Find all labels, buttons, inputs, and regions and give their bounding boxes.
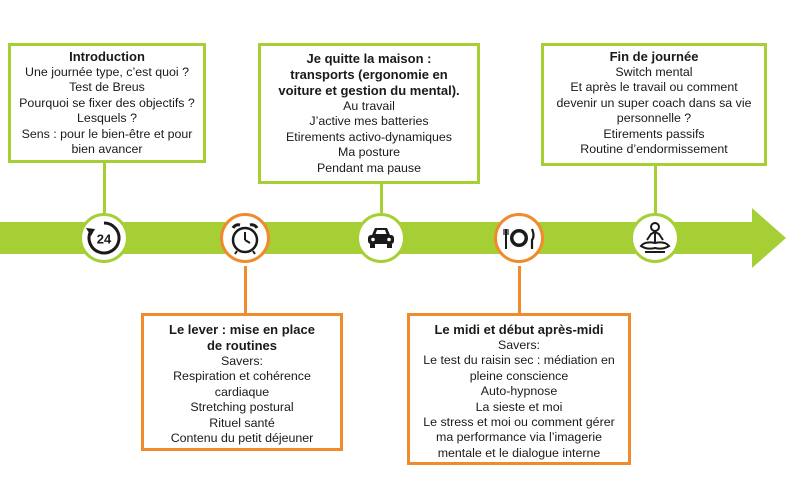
connector-maison <box>380 184 383 213</box>
step-line: Contenu du petit déjeuner <box>170 431 314 446</box>
step-box-fin: Fin de journée Switch mental Et après le… <box>541 43 767 166</box>
step-line: bien avancer <box>71 142 143 157</box>
step-line: Pourquoi se fixer des objectifs ? <box>19 95 195 110</box>
meditation-icon <box>630 213 680 263</box>
step-line: ma performance via l’imagerie <box>436 430 602 445</box>
step-line: Au travail <box>343 99 395 113</box>
step-line: Rituel santé <box>209 415 275 430</box>
step-line: Lesquels ? <box>77 111 137 126</box>
connector-lever <box>244 266 247 316</box>
step-line: cardiaque <box>214 384 270 399</box>
step-line: pleine conscience <box>469 368 569 383</box>
step-title: Le midi et début après-midi <box>434 322 604 337</box>
connector-introduction <box>103 163 106 213</box>
step-line: Stretching postural <box>190 400 294 415</box>
step-title-continued: transports (ergonomie en <box>290 67 448 82</box>
step-line: Respiration et cohérence <box>173 369 311 384</box>
step-title-continued: de routines <box>206 338 278 353</box>
step-line: Etirements passifs <box>603 126 705 141</box>
step-title: Fin de journée <box>609 49 699 64</box>
plate-cutlery-icon <box>494 213 544 263</box>
step-line: Auto-hypnose <box>480 384 558 399</box>
step-line: Pendant ma pause <box>316 160 422 175</box>
step-box-introduction: Introduction Une journée type, c’est quo… <box>8 43 206 163</box>
step-line: personnelle ? <box>616 111 692 126</box>
step-line: Switch mental <box>615 65 693 79</box>
alarm-clock-icon <box>220 213 270 263</box>
step-line: Etirements activo-dynamiques <box>286 129 452 144</box>
step-line: mentale et le dialogue interne <box>437 445 601 460</box>
step-line: Une journée type, c’est quoi ? <box>25 65 189 79</box>
step-line: Test de Breus <box>69 80 145 95</box>
step-title: Le lever : mise en place <box>169 322 315 337</box>
connector-fin <box>654 166 657 213</box>
step-line: Le test du raisin sec : médiation en <box>423 353 615 368</box>
step-line: Savers: <box>220 354 263 368</box>
step-title: Introduction <box>69 49 145 64</box>
step-line: Routine d’endormissement <box>580 142 728 157</box>
step-line: Ma posture <box>338 145 400 160</box>
step-line: La sieste et moi <box>475 399 563 414</box>
svg-text:24: 24 <box>97 232 112 247</box>
step-line: Et après le travail ou comment <box>570 80 738 95</box>
step-line: Sens : pour le bien-être et pour <box>21 126 193 141</box>
car-icon <box>356 213 406 263</box>
step-box-midi: Le midi et début après-midi Savers: Le t… <box>407 313 631 465</box>
step-box-maison: Je quitte la maison : transports (ergono… <box>258 43 480 184</box>
step-line: Savers: <box>497 338 540 352</box>
step-line: devenir un super coach dans sa vie <box>556 95 752 110</box>
step-title-continued: voiture et gestion du mental). <box>278 83 460 98</box>
24-hour-clock-icon: 24 <box>79 213 129 263</box>
step-line: J’active mes batteries <box>309 114 429 129</box>
connector-midi <box>518 266 521 316</box>
step-title: Je quitte la maison : <box>306 51 432 66</box>
step-box-lever: Le lever : mise en place de routines Sav… <box>141 313 343 451</box>
step-line: Le stress et moi ou comment gérer <box>423 415 615 430</box>
